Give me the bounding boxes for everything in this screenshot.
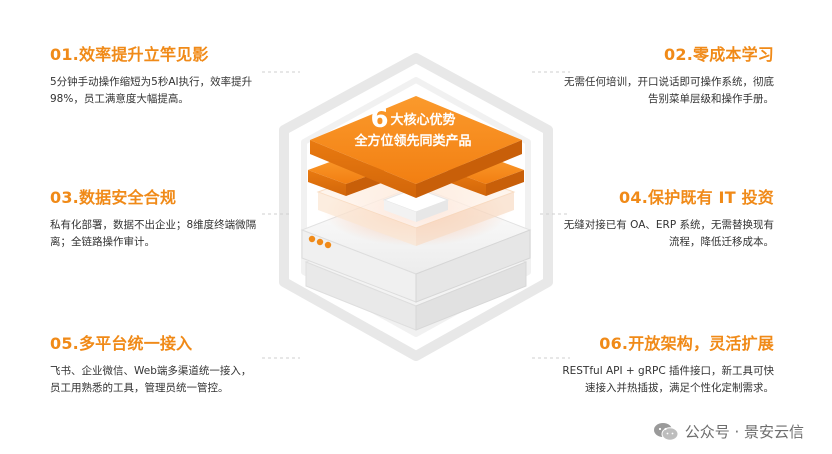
feature-efficiency: 01.效率提升立竿见影 5分钟手动操作缩短为5秒AI执行，效率提升98%，员工满… xyxy=(50,41,260,108)
feature-multi-platform: 05.多平台统一接入 飞书、企业微信、Web端多渠道统一接入，员工用熟悉的工具，… xyxy=(50,330,260,397)
badge-line1: 大核心优势 xyxy=(390,113,456,128)
badge-line2: 全方位领先同类产品 xyxy=(354,134,472,149)
watermark-text: 公众号 · 景安云信 xyxy=(684,423,804,441)
feature-title: 03.数据安全合规 xyxy=(50,188,177,207)
badge-number: 6 xyxy=(370,104,389,134)
feature-desc: 无需任何培训，开口说话即可操作系统，彻底告别菜单层级和操作手册。 xyxy=(564,76,774,105)
hex-frame-inner xyxy=(301,77,531,337)
wechat-watermark: 公众号 · 景安云信 xyxy=(653,421,804,442)
feature-open-architecture: 06.开放架构，灵活扩展 RESTful API + gRPC 插件接口，新工具… xyxy=(559,330,774,397)
feature-zero-learning: 02.零成本学习 无需任何培训，开口说话即可操作系统，彻底告别菜单层级和操作手册… xyxy=(559,41,774,108)
hex-frame-outer xyxy=(279,53,553,361)
feature-title: 05.多平台统一接入 xyxy=(50,334,193,353)
wechat-icon xyxy=(653,422,679,441)
feature-desc: 私有化部署，数据不出企业；8维度终端微隔离；全链路操作审计。 xyxy=(50,219,257,248)
feature-data-security: 03.数据安全合规 私有化部署，数据不出企业；8维度终端微隔离；全链路操作审计。 xyxy=(50,184,260,251)
feature-title: 01.效率提升立竿见影 xyxy=(50,45,209,64)
feature-title: 04.保护既有 IT 投资 xyxy=(619,188,774,207)
feature-desc: 无缝对接已有 OA、ERP 系统，无需替换现有流程，降低迁移成本。 xyxy=(563,219,774,248)
feature-desc: 飞书、企业微信、Web端多渠道统一接入，员工用熟悉的工具，管理员统一管控。 xyxy=(50,365,252,394)
feature-desc: 5分钟手动操作缩短为5秒AI执行，效率提升98%，员工满意度大幅提高。 xyxy=(50,76,253,105)
feature-title: 06.开放架构，灵活扩展 xyxy=(599,334,774,353)
feature-title: 02.零成本学习 xyxy=(664,45,774,64)
feature-it-investment: 04.保护既有 IT 投资 无缝对接已有 OA、ERP 系统，无需替换现有流程，… xyxy=(559,184,774,251)
feature-desc: RESTful API + gRPC 插件接口，新工具可快速接入并热插拔，满足个… xyxy=(562,365,774,394)
